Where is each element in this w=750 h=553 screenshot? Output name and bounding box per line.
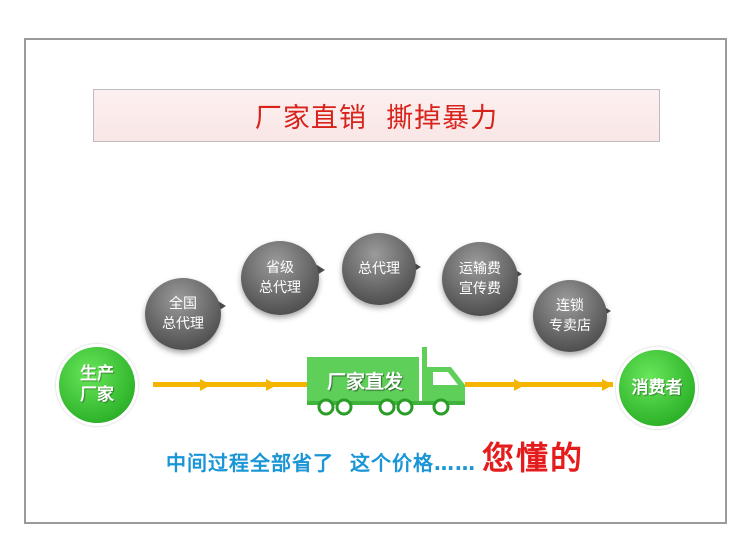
slogan-line: 中间过程全部省了 这个价格…… 您懂的 (0, 440, 750, 476)
arrow-line-left (153, 382, 308, 387)
bubble-province-agent-label: 省级 总代理 (259, 260, 301, 296)
slogan-main: 中间过程全部省了 这个价格…… (166, 451, 476, 475)
bubble-chain-store-label: 连锁 专卖店 (549, 298, 591, 334)
consumer-circle: 消费者 (616, 347, 698, 429)
bubble-shipping-ad-fees: 运输费 宣传费 (442, 242, 518, 316)
consumer-label: 消费者 (631, 377, 683, 398)
arrow-head-2 (266, 379, 277, 391)
producer-label: 生产 厂家 (80, 364, 114, 405)
truck-label: 厂家直发 (326, 371, 403, 393)
title-banner: 厂家直销 撕掉暴力 (93, 89, 660, 142)
arrow-head-3 (514, 379, 525, 391)
truck-icon (307, 347, 465, 416)
bubble-general-agent: 总代理 (342, 233, 416, 305)
bubble-province-agent: 省级 总代理 (241, 241, 319, 315)
bubble-shipping-ad-fees-label: 运输费 宣传费 (459, 261, 501, 297)
arrow-head-4 (602, 379, 613, 391)
arrow-line-right (465, 382, 613, 387)
arrow-head-1 (200, 379, 211, 391)
producer-circle: 生产 厂家 (56, 344, 138, 426)
bubble-general-agent-label: 总代理 (358, 261, 400, 277)
title-text: 厂家直销 撕掉暴力 (254, 103, 499, 134)
slogan-emphasis: 您懂的 (481, 439, 584, 477)
bubble-national-agent-label: 全国 总代理 (162, 296, 204, 332)
bubble-national-agent: 全国 总代理 (145, 278, 221, 350)
bubble-chain-store: 连锁 专卖店 (533, 280, 607, 352)
delivery-truck: 厂家直发 (305, 345, 470, 420)
